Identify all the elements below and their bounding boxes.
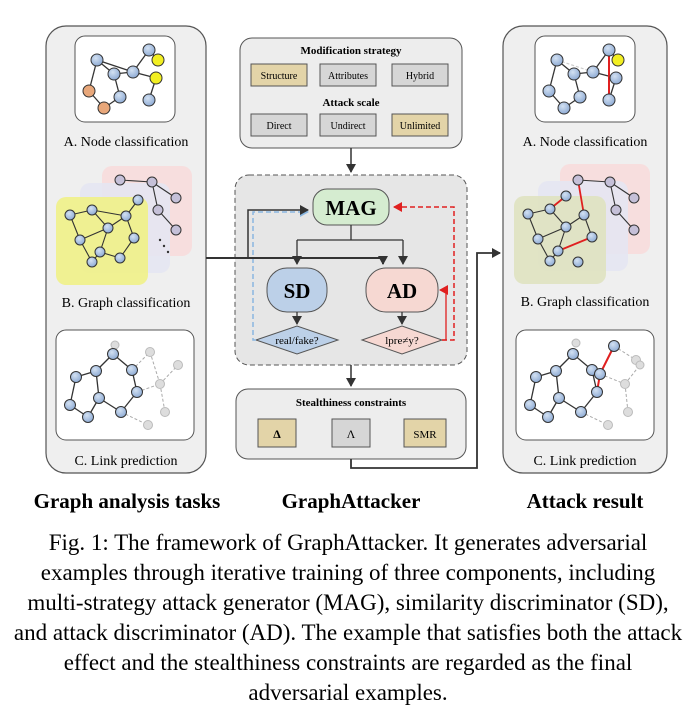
link-prediction-graph: [55, 329, 195, 441]
input-to-mag-arrow: [247, 205, 309, 258]
modification-title: Modification strategy: [300, 45, 402, 57]
left-panel: A. Node classification: [45, 25, 207, 474]
graph-classification-stack: [56, 166, 192, 285]
left-label-graph: B. Graph classification: [62, 296, 191, 311]
center-column: Modification strategy Structure Attribut…: [206, 37, 501, 469]
ad-label: AD: [387, 279, 417, 303]
center-title: GraphAttacker: [282, 489, 421, 513]
output-arrow: [350, 248, 501, 469]
constraint-lambda: [331, 418, 371, 448]
attacked-link-graph: [515, 329, 655, 441]
sd-label: SD: [284, 279, 311, 303]
option-undirect: [319, 113, 377, 137]
right-panel: A. Node classification: [502, 25, 668, 474]
left-label-link: C. Link prediction: [74, 454, 177, 469]
option-direct-label: Direct: [267, 121, 292, 132]
mag-label: MAG: [325, 196, 376, 220]
right-label-node: A. Node classification: [523, 135, 648, 150]
right-title: Attack result: [527, 489, 644, 513]
figure-caption: Fig. 1: The framework of GraphAttacker. …: [13, 530, 683, 705]
node-classification-graph: [74, 35, 176, 123]
attacked-node-graph: [534, 35, 636, 123]
left-label-node: A. Node classification: [64, 135, 189, 150]
right-label-link: C. Link prediction: [533, 454, 636, 469]
option-structure-label: Structure: [261, 71, 298, 82]
sd-feedback-arrow: [252, 207, 309, 341]
attacked-graph-stack: [514, 164, 650, 284]
option-undirect-label: Undirect: [331, 121, 366, 132]
option-structure: [250, 63, 308, 87]
ad-question: lpre≠y?: [385, 335, 419, 347]
constraint-smr-label: SMR: [413, 429, 437, 441]
constraint-delta: [257, 418, 297, 448]
left-title: Graph analysis tasks: [34, 489, 221, 513]
stealth-title: Stealthiness constraints: [296, 397, 407, 409]
option-attributes-label: Attributes: [328, 71, 368, 82]
option-hybrid: [391, 63, 449, 87]
constraint-lambda-label: Λ: [347, 427, 356, 441]
option-attributes: [319, 63, 377, 87]
scale-title: Attack scale: [322, 97, 379, 109]
right-label-graph: B. Graph classification: [521, 295, 650, 310]
input-arrow: [206, 256, 388, 265]
constraint-smr: [403, 418, 447, 448]
sd-decision: [254, 325, 340, 355]
option-unlimited: [391, 113, 449, 137]
option-direct: [250, 113, 308, 137]
sd-question: real/fake?: [275, 335, 318, 347]
constraint-delta-label: Δ: [273, 427, 281, 441]
option-hybrid-label: Hybrid: [406, 71, 434, 82]
option-unlimited-label: Unlimited: [400, 121, 441, 132]
